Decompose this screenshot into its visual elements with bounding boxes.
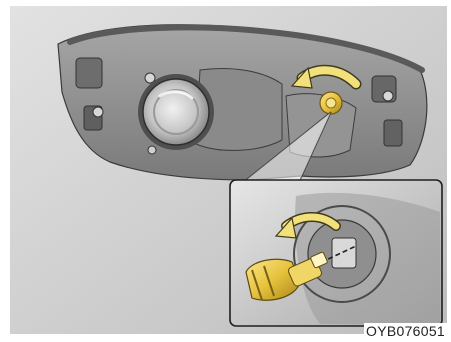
bulb-socket [320, 92, 342, 114]
headlamp-housing [58, 25, 427, 180]
detail-inset-panel [230, 180, 442, 326]
figure-code-label: OYB076051 [364, 323, 447, 339]
lamp-lens-cap [138, 74, 214, 150]
